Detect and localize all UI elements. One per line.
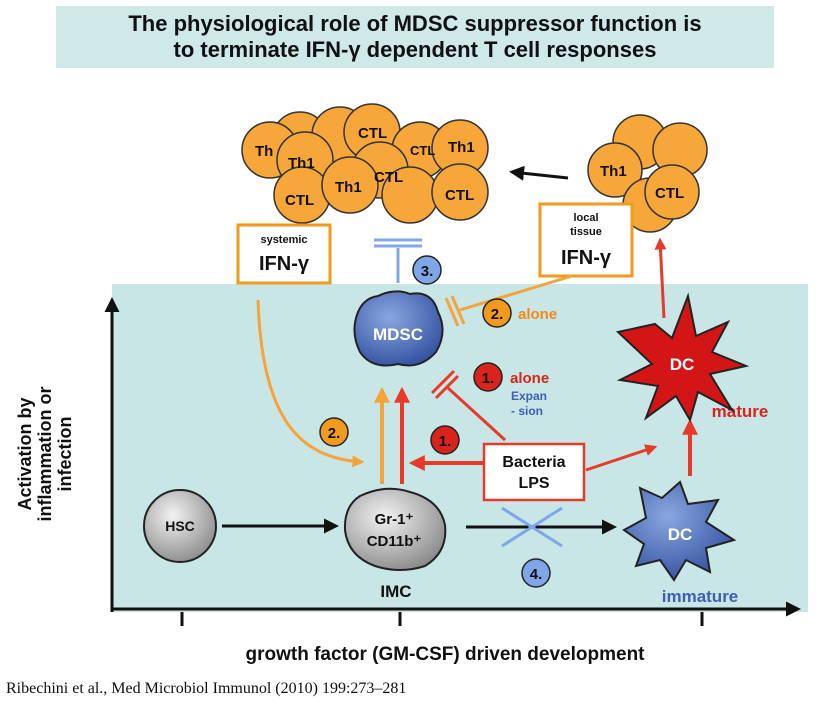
badge-1-top-label: 1. xyxy=(482,370,495,387)
y-axis-label-line-3: infection xyxy=(55,416,75,492)
local-ifn-label: IFN-γ xyxy=(561,247,612,269)
inhibit-2-stem xyxy=(459,274,573,312)
x-axis-label: growth factor (GM-CSF) driven developmen… xyxy=(245,644,645,665)
arrow-cluster-left xyxy=(509,165,569,181)
y-axis-label: Activation by inflammation or infection xyxy=(15,339,75,569)
cell-label-th1-a: Th1 xyxy=(288,155,315,172)
gr1-label: Gr-1⁺ xyxy=(375,511,414,528)
inhibit-2-bar1 xyxy=(450,295,466,325)
alone-orange-label: alone xyxy=(518,306,557,323)
title-banner: The physiological role of MDSC suppresso… xyxy=(56,6,774,68)
inhibit-1-stem xyxy=(446,386,507,442)
hsc-label: HSC xyxy=(165,518,195,534)
imc-cell xyxy=(343,487,447,571)
sion-label: - sion xyxy=(511,404,543,418)
local-label: local xyxy=(573,212,598,224)
systemic-ifn-label: IFN-γ xyxy=(259,253,310,275)
cell-label-th1-b: Th1 xyxy=(448,139,475,156)
badge-3: 3. xyxy=(412,255,442,285)
hsc-cell xyxy=(143,489,217,563)
t-cell-cluster-left xyxy=(241,103,489,224)
citation: Ribechini et al., Med Microbiol Immunol … xyxy=(6,680,407,697)
badge-2-mid-label: 2. xyxy=(328,425,341,442)
badge-4-label: 4. xyxy=(530,566,543,583)
bacteria-lps-box xyxy=(482,442,586,502)
imc-label: IMC xyxy=(380,582,411,601)
inhibit-1-bar1 xyxy=(434,374,460,400)
dc-mature-cell xyxy=(615,292,750,423)
cell-label-ctl-c: CTL xyxy=(374,169,403,186)
y-axis-label-line-1: Activation by xyxy=(15,397,35,511)
dc-immature-label: DC xyxy=(668,525,693,544)
block-x-2 xyxy=(501,506,563,548)
cd11b-label: CD11b⁺ xyxy=(367,533,422,550)
cell-label-th1-c: Th1 xyxy=(335,179,362,196)
arrow-bacteria-dc-mature xyxy=(585,444,658,472)
lps-label: LPS xyxy=(518,475,549,492)
badge-3-label: 3. xyxy=(421,263,434,280)
title-line-2: to terminate IFN-γ dependent T cell resp… xyxy=(173,37,657,62)
badge-1-top: 1. xyxy=(473,362,503,392)
arrow-dc-tcells xyxy=(654,237,667,319)
inhibit-2-bar2 xyxy=(444,297,460,327)
mdsc-cell xyxy=(353,290,444,367)
tissue-label: tissue xyxy=(570,226,602,238)
cell-label-ctl-d: CTL xyxy=(285,192,314,209)
y-axis-label-line-2: inflammation or xyxy=(35,386,55,522)
local-ifn-box xyxy=(538,202,634,278)
systemic-label: systemic xyxy=(260,234,307,246)
cell-label-th-partial: Th xyxy=(255,143,273,160)
cell-label-ctl-f: CTL xyxy=(655,185,684,202)
cell-label-ctl-a: CTL xyxy=(358,125,387,142)
inhibit-1-bar2 xyxy=(430,369,456,395)
expan-label: Expan xyxy=(511,389,547,403)
t-cell-cluster-right xyxy=(587,114,708,233)
dc-immature-cell xyxy=(622,480,737,582)
immature-label: immature xyxy=(662,587,739,606)
badge-2-top-label: 2. xyxy=(491,306,504,323)
badge-1-mid: 1. xyxy=(430,425,460,455)
cell-label-ctl-b: CTL xyxy=(410,143,435,158)
title-line-1: The physiological role of MDSC suppresso… xyxy=(128,11,702,36)
cell-label-ctl-e: CTL xyxy=(445,187,474,204)
dc-mature-label: DC xyxy=(670,355,695,374)
systemic-ifn-box xyxy=(236,223,332,285)
cell-label-th1-d: Th1 xyxy=(600,163,627,180)
badge-4: 4. xyxy=(521,558,551,588)
bacteria-label: Bacteria xyxy=(502,454,565,471)
systemic-orange-curve xyxy=(256,299,365,468)
alone-red-label: alone xyxy=(510,370,549,387)
mdsc-label: MDSC xyxy=(373,325,423,344)
badge-2-mid: 2. xyxy=(319,417,349,447)
badge-2-top: 2. xyxy=(482,298,512,328)
badge-1-mid-label: 1. xyxy=(439,433,452,450)
